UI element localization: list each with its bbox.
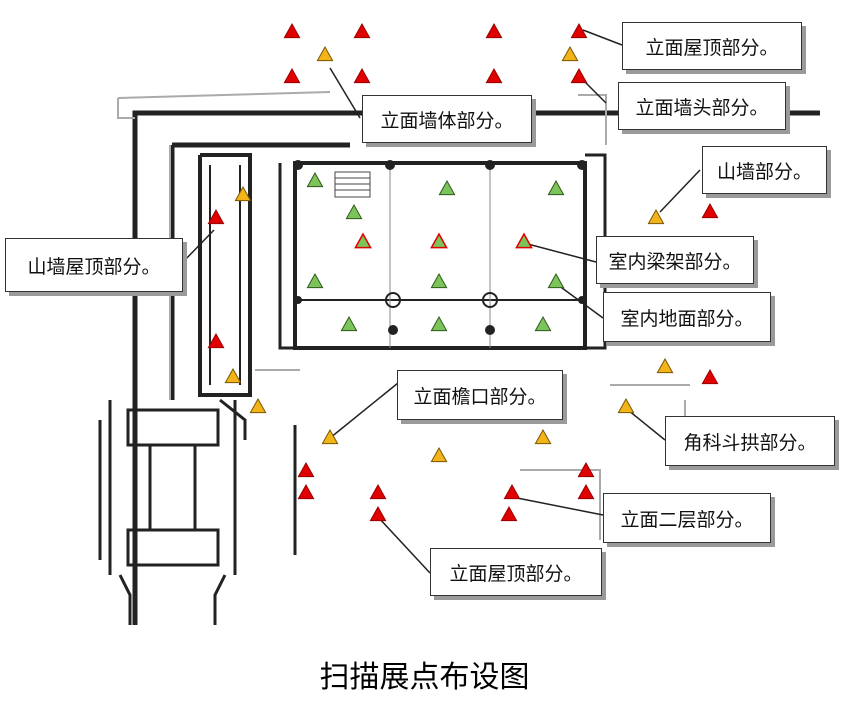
- orange-scan-marker: [234, 185, 252, 202]
- orange-scan-marker: [249, 397, 267, 414]
- label-elevation-roof-top: 立面屋顶部分。: [622, 22, 802, 70]
- red-scan-marker: [297, 461, 315, 478]
- green-scan-marker: [340, 315, 358, 332]
- label-corner-bracket: 角科斗拱部分。: [665, 416, 835, 466]
- green-scan-marker: [438, 179, 456, 196]
- red-scan-marker: [701, 202, 719, 219]
- label-elevation-wall: 立面墙体部分。: [362, 95, 532, 143]
- left-wing: [198, 153, 252, 397]
- green-scan-marker: [306, 171, 324, 188]
- green-scan-marker: [430, 232, 448, 249]
- orange-scan-marker: [647, 208, 665, 225]
- figure-caption: 扫描展点布设图: [319, 660, 530, 695]
- green-scan-marker: [354, 232, 372, 249]
- label-second-floor: 立面二层部分。: [603, 493, 771, 543]
- red-scan-marker: [297, 483, 315, 500]
- red-scan-marker: [503, 483, 521, 500]
- green-scan-marker: [547, 179, 565, 196]
- label-interior-beam: 室内梁架部分。: [596, 236, 754, 284]
- label-gable: 山墙部分。: [702, 146, 827, 194]
- green-scan-marker: [534, 315, 552, 332]
- red-scan-marker: [369, 505, 387, 522]
- label-gable-roof: 山墙屋顶部分。: [5, 238, 183, 292]
- red-scan-marker: [207, 332, 225, 349]
- red-scan-marker: [500, 505, 518, 522]
- label-elevation-roof-bottom: 立面屋顶部分。: [430, 548, 602, 596]
- columns: [293, 160, 587, 335]
- orange-scan-marker: [534, 428, 552, 445]
- staircase: [334, 171, 371, 198]
- red-scan-marker: [283, 67, 301, 84]
- orange-scan-marker: [430, 446, 448, 463]
- label-elevation-wall-head: 立面墙头部分。: [618, 82, 786, 130]
- red-scan-marker: [701, 368, 719, 385]
- leader-lines: [182, 29, 701, 574]
- floor-plan: [98, 22, 820, 625]
- scan-points: [207, 22, 719, 522]
- green-scan-marker: [515, 232, 533, 249]
- gate-structure: [98, 398, 297, 625]
- red-scan-marker: [369, 483, 387, 500]
- green-scan-marker: [345, 203, 363, 220]
- label-interior-floor: 室内地面部分。: [603, 292, 771, 342]
- orange-scan-marker: [617, 397, 635, 414]
- red-scan-marker: [570, 67, 588, 84]
- label-eaves: 立面檐口部分。: [397, 370, 563, 420]
- red-scan-marker: [577, 461, 595, 478]
- orange-scan-marker: [561, 45, 579, 62]
- red-scan-marker: [353, 67, 371, 84]
- green-scan-marker: [430, 315, 448, 332]
- red-scan-marker: [283, 22, 301, 39]
- orange-scan-marker: [321, 428, 339, 445]
- sketch-lines: [117, 91, 690, 540]
- main-hall: [278, 153, 607, 350]
- red-scan-marker: [353, 22, 371, 39]
- red-scan-marker: [485, 22, 503, 39]
- orange-scan-marker: [224, 367, 242, 384]
- orange-scan-marker: [316, 45, 334, 62]
- green-scan-marker: [430, 272, 448, 289]
- red-scan-marker: [577, 483, 595, 500]
- red-scan-marker: [485, 67, 503, 84]
- red-scan-marker: [570, 22, 588, 39]
- green-scan-marker: [547, 272, 565, 289]
- red-scan-marker: [207, 208, 225, 225]
- orange-scan-marker: [656, 357, 674, 374]
- green-scan-marker: [306, 272, 324, 289]
